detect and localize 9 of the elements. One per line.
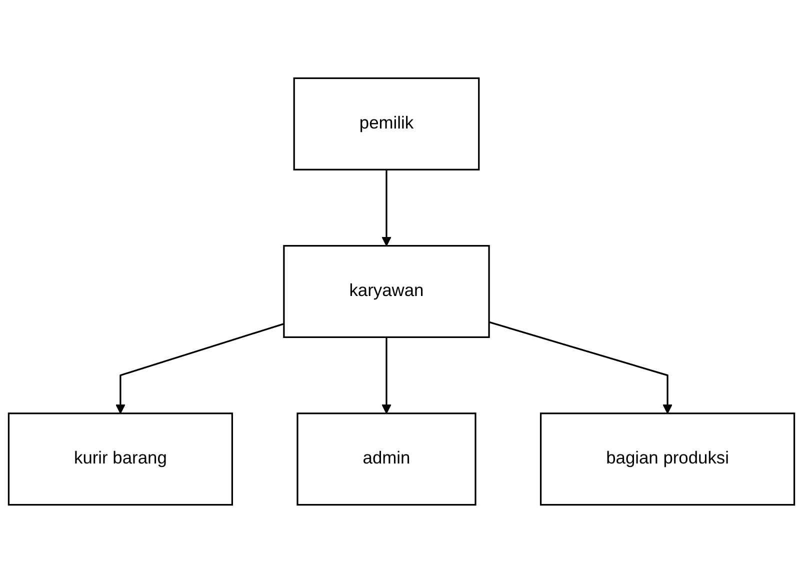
- node-box: pemilik: [293, 77, 480, 170]
- arrow: [488, 321, 672, 414]
- node-box: karyawan: [283, 244, 490, 338]
- arrow: [382, 337, 392, 414]
- arrow: [382, 170, 392, 246]
- arrow: [116, 323, 284, 414]
- node-box: admin: [296, 412, 476, 506]
- node-box: bagian produksi: [540, 412, 796, 506]
- node-box: kurir barang: [8, 412, 233, 506]
